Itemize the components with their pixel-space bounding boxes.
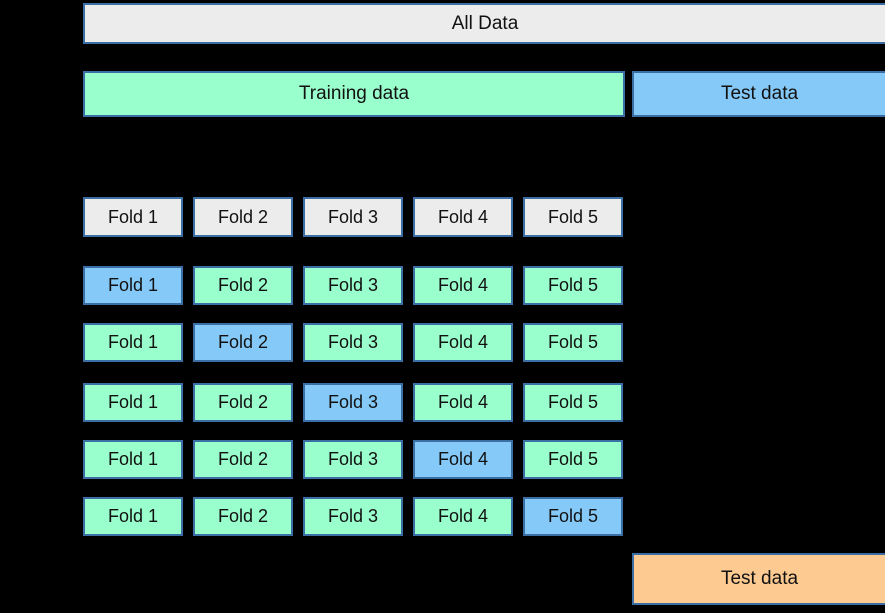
fold-header-box: Fold 4	[413, 197, 513, 237]
split-4-fold-box: Fold 1	[83, 440, 183, 479]
split-3-fold-box: Fold 5	[523, 383, 623, 422]
fold-header-box: Fold 3	[303, 197, 403, 237]
split-1-fold-box: Fold 4	[413, 266, 513, 305]
fold-header-box: Fold 1	[83, 197, 183, 237]
fold-header-box: Fold 2	[193, 197, 293, 237]
split-4-fold-box: Fold 4	[413, 440, 513, 479]
all-data-box: All Data	[83, 3, 885, 44]
split-2-fold-box: Fold 1	[83, 323, 183, 362]
fold-header-box: Fold 5	[523, 197, 623, 237]
final-test-data-box: Test data	[632, 553, 885, 605]
all-data-label: All Data	[451, 12, 519, 34]
test-data-box: Test data	[632, 71, 885, 117]
training-data-label: Training data	[298, 83, 410, 104]
training-data-box: Training data	[83, 71, 625, 117]
split-5-fold-box: Fold 5	[523, 497, 623, 536]
split-5-fold-box: Fold 1	[83, 497, 183, 536]
split-4-fold-box: Fold 5	[523, 440, 623, 479]
split-1-fold-box: Fold 1	[83, 266, 183, 305]
split-5-fold-box: Fold 4	[413, 497, 513, 536]
split-5-fold-box: Fold 2	[193, 497, 293, 536]
split-4-fold-box: Fold 3	[303, 440, 403, 479]
split-1-fold-box: Fold 2	[193, 266, 293, 305]
split-2-fold-box: Fold 4	[413, 323, 513, 362]
split-2-fold-box: Fold 3	[303, 323, 403, 362]
split-2-fold-box: Fold 2	[193, 323, 293, 362]
split-1-fold-box: Fold 3	[303, 266, 403, 305]
split-3-fold-box: Fold 3	[303, 383, 403, 422]
split-3-fold-box: Fold 4	[413, 383, 513, 422]
split-3-fold-box: Fold 1	[83, 383, 183, 422]
final-test-data-label: Test data	[720, 568, 799, 589]
split-2-fold-box: Fold 5	[523, 323, 623, 362]
test-data-label: Test data	[720, 83, 799, 104]
split-3-fold-box: Fold 2	[193, 383, 293, 422]
split-4-fold-box: Fold 2	[193, 440, 293, 479]
split-1-fold-box: Fold 5	[523, 266, 623, 305]
split-5-fold-box: Fold 3	[303, 497, 403, 536]
